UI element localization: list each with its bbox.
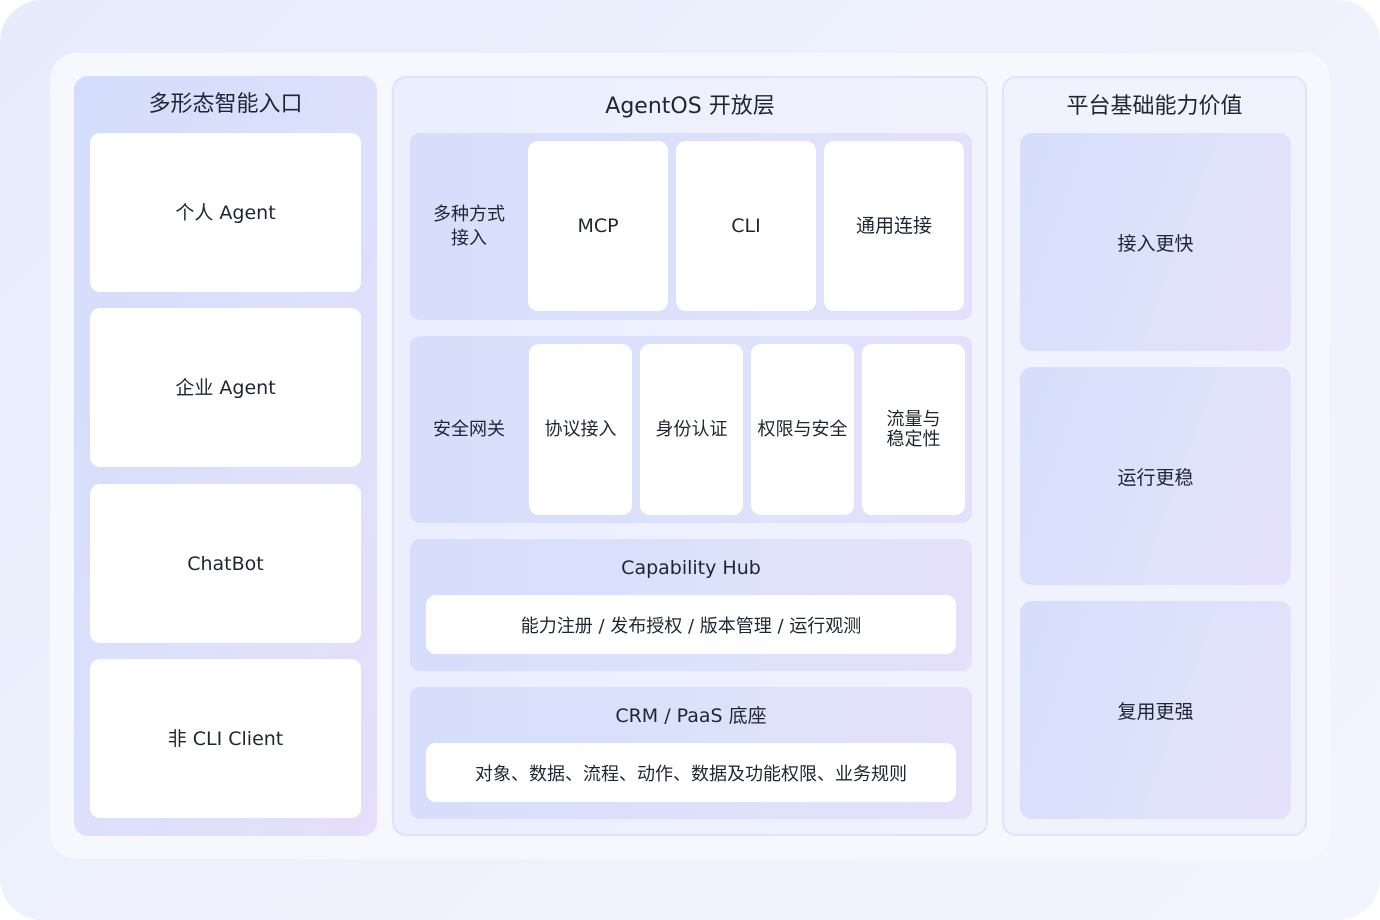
access-item-cli: CLI xyxy=(676,141,816,311)
gateway-item-identity-auth: 身份认证 xyxy=(640,344,743,515)
platform-base-title: CRM / PaaS 底座 xyxy=(615,705,767,727)
gateway-item-permission-security: 权限与安全 xyxy=(751,344,854,515)
entry-column-title: 多形态智能入口 xyxy=(148,92,303,117)
capability-hub-title: Capability Hub xyxy=(621,557,761,579)
access-row: 多种方式 接入 MCP CLI 通用连接 xyxy=(410,133,972,320)
access-item-mcp: MCP xyxy=(528,141,668,311)
gateway-item-protocol-access: 协议接入 xyxy=(529,344,632,515)
gateway-row-label: 安全网关 xyxy=(433,418,505,440)
entry-item-chatbot: ChatBot xyxy=(90,484,361,643)
gateway-row: 安全网关 协议接入 身份认证 权限与安全 流量与 稳定性 xyxy=(410,336,972,523)
value-column: 平台基础能力价值 接入更快 运行更稳 复用更强 xyxy=(1002,76,1307,836)
value-item-more-stable: 运行更稳 xyxy=(1020,367,1291,585)
agentos-column-title: AgentOS 开放层 xyxy=(605,94,775,119)
agentos-column: AgentOS 开放层 多种方式 接入 MCP CLI 通用连接 安全网关 协议… xyxy=(392,76,988,836)
value-item-stronger-reuse: 复用更强 xyxy=(1020,601,1291,819)
entry-item-non-cli-client: 非 CLI Client xyxy=(90,659,361,818)
entry-item-personal-agent: 个人 Agent xyxy=(90,133,361,292)
value-item-faster-access: 接入更快 xyxy=(1020,133,1291,351)
platform-base-desc: 对象、数据、流程、动作、数据及功能权限、业务规则 xyxy=(426,743,956,802)
capability-hub-row: Capability Hub 能力注册 / 发布授权 / 版本管理 / 运行观测 xyxy=(410,539,972,671)
access-item-general-connection: 通用连接 xyxy=(824,141,964,311)
entry-item-enterprise-agent: 企业 Agent xyxy=(90,308,361,467)
entry-column: 多形态智能入口 个人 Agent 企业 Agent ChatBot 非 CLI … xyxy=(74,76,377,836)
platform-base-row: CRM / PaaS 底座 对象、数据、流程、动作、数据及功能权限、业务规则 xyxy=(410,687,972,819)
gateway-item-traffic-stability: 流量与 稳定性 xyxy=(862,344,965,515)
capability-hub-desc: 能力注册 / 发布授权 / 版本管理 / 运行观测 xyxy=(426,595,956,654)
access-row-label: 多种方式 接入 xyxy=(433,203,505,249)
value-column-title: 平台基础能力价值 xyxy=(1066,94,1243,119)
